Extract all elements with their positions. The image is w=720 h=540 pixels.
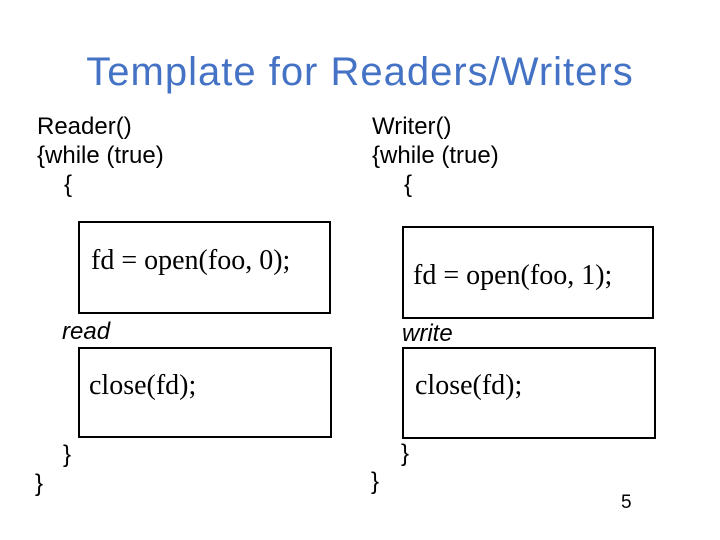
reader-open-brace: { (64, 171, 73, 198)
writer-outer-close-brace: } (371, 468, 380, 495)
slide-title: Template for Readers/Writers (86, 50, 634, 94)
reader-open-call-text: fd = open(foo, 0); (91, 245, 291, 276)
reader-close-call-text: close(fd); (89, 370, 197, 401)
writer-function-header: Writer() (372, 113, 452, 140)
writer-while-loop-line: {while (true) (372, 142, 499, 169)
reader-open-call-box: fd = open(foo, 0); (78, 221, 331, 314)
reader-action-label: read (62, 318, 111, 345)
page-number: 5 (621, 492, 632, 513)
writer-open-call-text: fd = open(foo, 1); (413, 260, 613, 291)
writer-close-call-text: close(fd); (415, 370, 523, 401)
reader-while-loop-line: {while (true) (37, 142, 164, 169)
reader-inner-close-brace: } (63, 441, 72, 468)
reader-function-header: Reader() (37, 113, 132, 140)
writer-open-brace: { (404, 171, 413, 198)
writer-action-label: write (402, 320, 453, 347)
writer-open-call-box: fd = open(foo, 1); (402, 226, 654, 319)
reader-outer-close-brace: } (35, 470, 44, 497)
reader-close-call-box: close(fd); (78, 347, 332, 438)
writer-inner-close-brace: } (401, 440, 410, 467)
writer-close-call-box: close(fd); (402, 347, 656, 439)
